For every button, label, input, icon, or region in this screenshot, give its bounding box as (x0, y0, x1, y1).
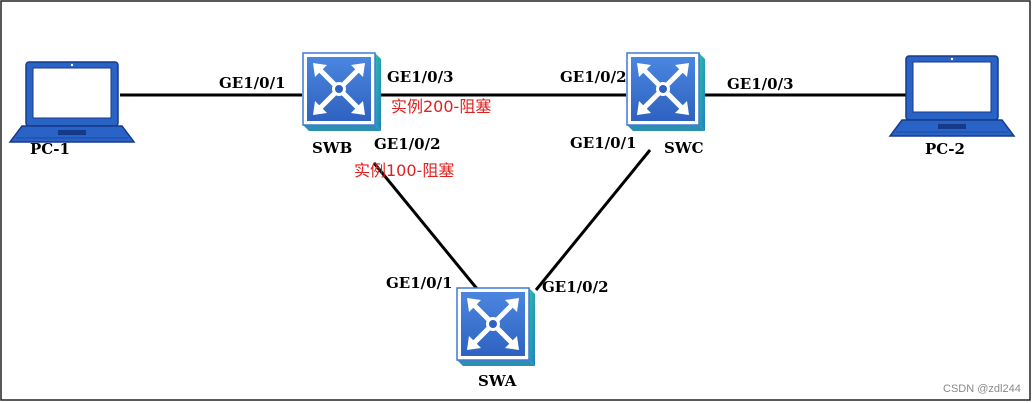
link-swb-swa (372, 162, 480, 291)
swb-label: SWB (312, 139, 352, 157)
port-swa-swc: GE1/0/2 (542, 278, 609, 296)
link-swc-swa (534, 149, 652, 291)
pc2-label: PC-2 (925, 140, 965, 158)
port-swb-swc: GE1/0/3 (387, 68, 454, 86)
swc-label: SWC (664, 139, 704, 157)
port-swc-swa: GE1/0/1 (570, 134, 637, 152)
pc1-label: PC-1 (30, 140, 70, 158)
instance100-blocked-note: 实例100-阻塞 (354, 161, 454, 180)
swa-switch-icon[interactable] (457, 288, 535, 366)
swa-label: SWA (478, 372, 517, 390)
swb-switch-icon[interactable] (303, 53, 381, 131)
pc1-laptop-icon[interactable] (9, 61, 135, 143)
links (120, 93, 916, 291)
swc-switch-icon[interactable] (627, 53, 705, 131)
watermark: CSDN @zdl244 (943, 383, 1021, 395)
pc2-laptop-icon[interactable] (889, 55, 1015, 137)
port-swb-swa: GE1/0/2 (374, 135, 441, 153)
port-swa-swb: GE1/0/1 (386, 274, 453, 292)
port-swc-pc2: GE1/0/3 (727, 75, 794, 93)
port-swc-swb: GE1/0/2 (560, 68, 627, 86)
port-swb-pc1: GE1/0/1 (219, 74, 286, 92)
instance200-blocked-note: 实例200-阻塞 (391, 97, 491, 116)
